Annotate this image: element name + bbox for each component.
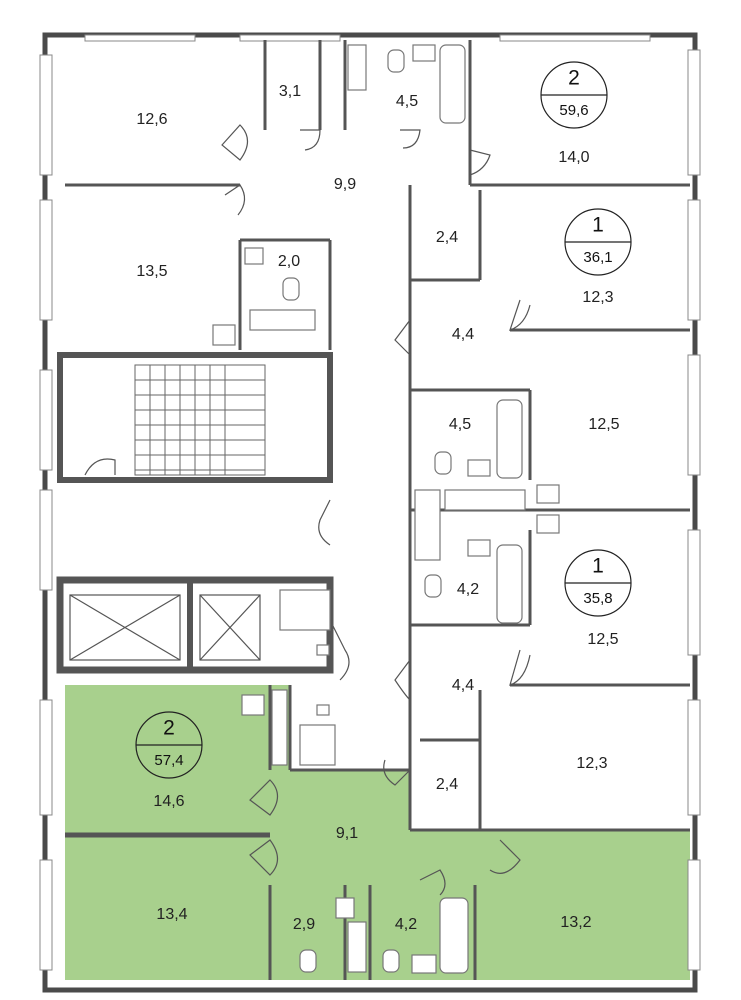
windows bbox=[39, 34, 701, 971]
room-area-label: 2,4 bbox=[436, 776, 458, 793]
sink-icon bbox=[316, 704, 330, 716]
sink-icon bbox=[536, 514, 560, 534]
room-area-labels: 12,6 3,1 4,5 14,0 9,9 13,5 2,0 2,4 12,3 … bbox=[136, 83, 619, 933]
room-area-label: 2,4 bbox=[436, 229, 458, 246]
room-area-label: 12,3 bbox=[576, 755, 607, 772]
sink-icon bbox=[536, 484, 560, 504]
apartment-badge[interactable]: 2 57,4 bbox=[135, 711, 203, 779]
sink-icon bbox=[467, 459, 491, 477]
room-area-label: 13,5 bbox=[136, 263, 167, 280]
washer-icon bbox=[279, 589, 331, 631]
room-area-label: 2,9 bbox=[293, 916, 315, 933]
sink-icon bbox=[244, 247, 264, 265]
bathtub-icon bbox=[439, 897, 469, 974]
sink-icon bbox=[335, 897, 355, 919]
sink-icon bbox=[241, 694, 265, 716]
room-area-label: 2,0 bbox=[278, 253, 300, 270]
room-area-label: 12,6 bbox=[136, 111, 167, 128]
apartment-rooms: 2 bbox=[163, 717, 175, 740]
room-area-label: 4,2 bbox=[457, 581, 479, 598]
toilet-icon bbox=[434, 451, 452, 475]
bathtub-icon bbox=[496, 399, 523, 479]
room-area-label: 13,4 bbox=[156, 906, 187, 923]
room-area-label: 3,1 bbox=[279, 83, 301, 100]
room-area-label: 12,5 bbox=[588, 416, 619, 433]
apartment-area: 36,1 bbox=[583, 249, 612, 266]
apartment-rooms: 1 bbox=[592, 555, 604, 578]
toilet-icon bbox=[382, 949, 400, 973]
toilet-icon bbox=[424, 574, 442, 598]
room-area-label: 4,2 bbox=[395, 916, 417, 933]
shower-icon bbox=[347, 44, 367, 91]
bathtub-icon bbox=[439, 44, 466, 124]
room-area-label: 4,5 bbox=[396, 93, 418, 110]
room-area-label: 4,4 bbox=[452, 677, 474, 694]
room-area-label: 4,4 bbox=[452, 326, 474, 343]
room-area-label: 12,5 bbox=[587, 631, 618, 648]
shower-icon bbox=[271, 689, 288, 766]
apartment-area: 59,6 bbox=[559, 102, 588, 119]
room-area-label: 13,2 bbox=[560, 914, 591, 931]
shower-icon bbox=[347, 921, 367, 973]
bathroom-fixtures bbox=[212, 44, 560, 974]
room-area-label: 9,9 bbox=[334, 176, 356, 193]
stairs-icon bbox=[134, 364, 266, 476]
shower-icon bbox=[414, 489, 441, 561]
room-area-label: 14,0 bbox=[558, 149, 589, 166]
sink-icon bbox=[212, 324, 236, 346]
room-area-label: 9,1 bbox=[336, 825, 358, 842]
apartment-badge[interactable]: 2 59,6 bbox=[540, 61, 608, 129]
toilet-icon bbox=[299, 949, 317, 973]
room-area-label: 12,3 bbox=[582, 289, 613, 306]
bathtub-icon bbox=[496, 544, 523, 624]
room-area-label: 4,5 bbox=[449, 416, 471, 433]
apartment-rooms: 1 bbox=[592, 214, 604, 237]
toilet-icon bbox=[387, 49, 405, 73]
apartment-badge[interactable]: 1 35,8 bbox=[564, 549, 632, 617]
shower-icon bbox=[299, 724, 336, 766]
apartment-area: 35,8 bbox=[583, 590, 612, 607]
apartment-badge[interactable]: 1 36,1 bbox=[564, 208, 632, 276]
sink-icon bbox=[412, 44, 436, 62]
sink-icon bbox=[316, 644, 330, 656]
apartment-rooms: 2 bbox=[568, 67, 580, 90]
washer-icon bbox=[444, 489, 526, 511]
toilet-icon bbox=[282, 277, 300, 301]
sink-icon bbox=[467, 539, 491, 557]
sink-icon bbox=[411, 954, 437, 974]
apartment-area: 57,4 bbox=[154, 752, 183, 769]
door-swings bbox=[84, 124, 531, 896]
room-area-label: 14,6 bbox=[153, 793, 184, 810]
elevator-icon bbox=[69, 594, 261, 661]
washer-icon bbox=[249, 309, 316, 331]
